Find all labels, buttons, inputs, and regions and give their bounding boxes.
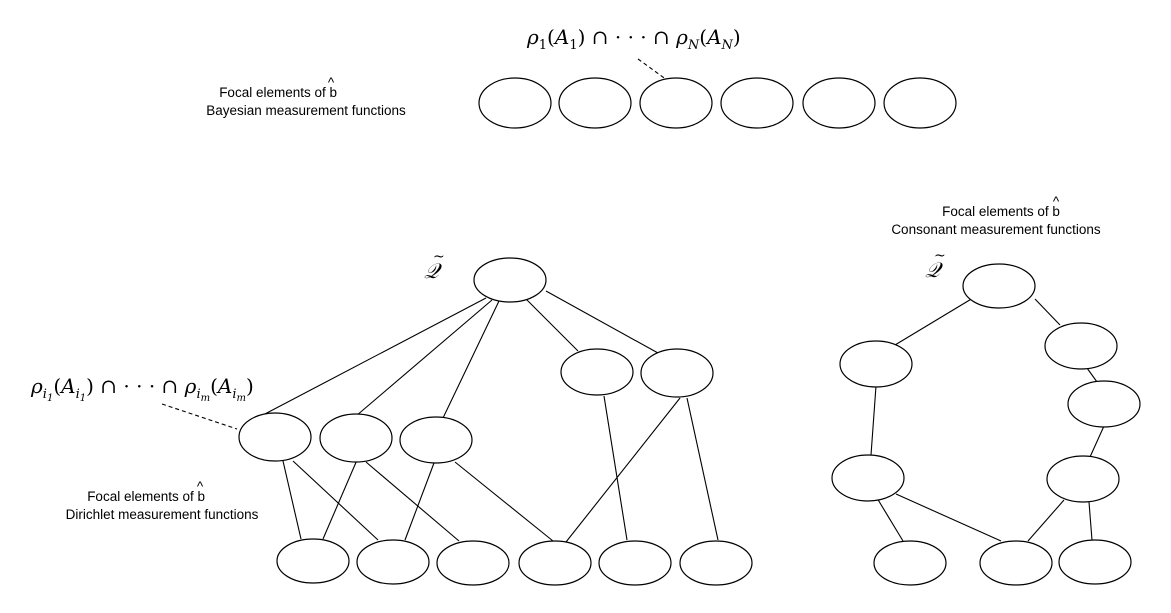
dirichlet-group: 𝒬 ~ ρi1(Ai1) ∩ · · · ∩ ρim(Aim) Focal el…	[30, 249, 753, 586]
dirichlet-label-line2: Dirichlet measurement functions	[66, 507, 259, 522]
bayesian-formula-pointer	[637, 58, 668, 81]
dirichlet-edges	[262, 290, 719, 543]
consonant-top-symbol-tilde: ~	[934, 248, 946, 264]
consonant-node	[839, 340, 913, 388]
consonant-label-line1: Focal elements of b	[942, 204, 1060, 219]
consonant-top-node	[962, 263, 1036, 309]
consonant-bottom-node	[1058, 539, 1132, 585]
consonant-bottom-node	[873, 540, 947, 586]
consonant-group: Focal elements of b ^ Consonant measurem…	[831, 194, 1141, 586]
dirichlet-bottom-node	[518, 540, 592, 586]
consonant-edges	[870, 297, 1105, 542]
dirichlet-bottom-node	[679, 540, 753, 586]
bayesian-node	[802, 77, 876, 129]
consonant-bottom-node	[979, 540, 1053, 586]
consonant-label-line2: Consonant measurement functions	[891, 222, 1101, 237]
bayesian-node	[478, 77, 552, 129]
dirichlet-node	[560, 348, 634, 396]
dirichlet-formula-pointer	[161, 403, 238, 430]
consonant-top-symbol: 𝒬	[925, 258, 943, 282]
dirichlet-node	[640, 348, 714, 398]
dirichlet-node	[319, 413, 393, 463]
consonant-node	[1046, 455, 1120, 503]
dirichlet-top-node	[473, 257, 547, 303]
bayesian-node	[720, 77, 794, 129]
dirichlet-node	[238, 412, 312, 462]
bayesian-node	[558, 77, 632, 129]
bayesian-label-hat: ^	[328, 75, 335, 90]
dirichlet-top-symbol: 𝒬	[424, 259, 442, 283]
dirichlet-bottom-node	[276, 538, 350, 584]
bayesian-node	[639, 77, 713, 129]
dirichlet-top-symbol-tilde: ~	[433, 249, 445, 265]
consonant-node	[1044, 322, 1118, 370]
dirichlet-label-hat: ^	[197, 479, 204, 494]
bayesian-group: Focal elements of b ^ Bayesian measureme…	[206, 25, 957, 129]
dirichlet-label-line1: Focal elements of b	[87, 489, 205, 504]
dirichlet-intersection-formula: ρi1(Ai1) ∩ · · · ∩ ρim(Aim)	[30, 374, 254, 404]
bayesian-intersection-formula: ρ1(A1) ∩ · · · ∩ ρN(AN)	[526, 25, 741, 53]
dirichlet-node	[399, 416, 473, 464]
dirichlet-bottom-node	[356, 539, 430, 585]
bayesian-node	[883, 77, 957, 129]
bayesian-label-line2: Bayesian measurement functions	[206, 103, 406, 118]
bayesian-label-line1: Focal elements of b	[219, 85, 337, 100]
dirichlet-bottom-node	[436, 540, 510, 586]
consonant-node	[1067, 380, 1141, 428]
dirichlet-bottom-node	[598, 540, 672, 586]
consonant-node	[831, 454, 905, 502]
consonant-label-hat: ^	[1053, 194, 1060, 209]
